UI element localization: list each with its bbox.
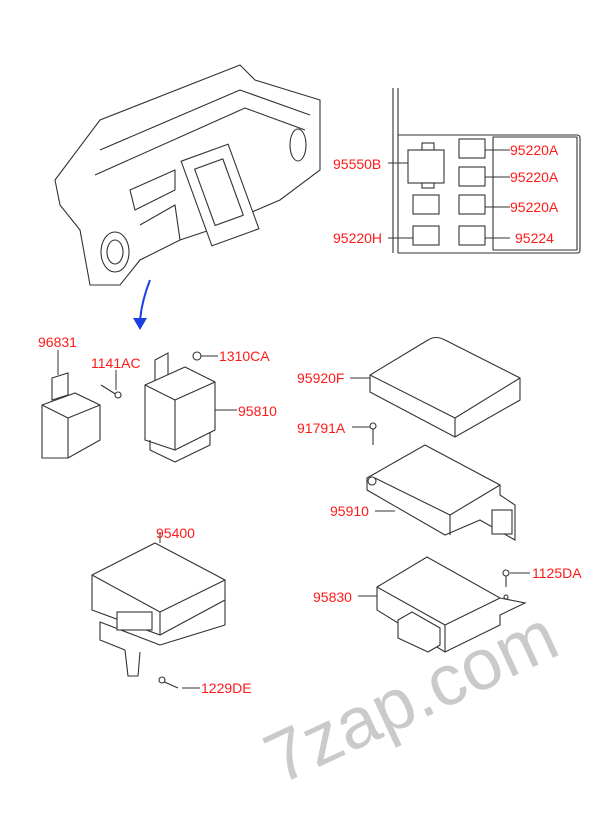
- relay-box-95550B: [388, 88, 581, 254]
- part-95810: [144, 351, 237, 463]
- label-95220A-1: 95220A: [510, 142, 559, 158]
- label-95220A-3: 95220A: [510, 199, 559, 215]
- label-95220H: 95220H: [333, 230, 383, 246]
- label-95920F: 95920F: [297, 370, 345, 386]
- part-95830: [358, 556, 530, 653]
- direction-arrow: [139, 279, 151, 321]
- label-95400: 95400: [156, 525, 195, 541]
- label-95224: 95224: [515, 230, 554, 246]
- part-91791A: [352, 422, 377, 445]
- label-95220A-2: 95220A: [510, 169, 559, 185]
- part-1141AC: [100, 370, 122, 399]
- part-95400: [91, 532, 226, 689]
- part-95910: [366, 444, 516, 541]
- part-95920F: [350, 336, 521, 438]
- label-1125DA: 1125DA: [532, 565, 582, 581]
- label-1141AC: 1141AC: [91, 355, 141, 371]
- label-1229DE: 1229DE: [201, 680, 252, 696]
- label-95550B: 95550B: [333, 156, 382, 172]
- direction-arrowhead: [133, 318, 147, 330]
- label-95830: 95830: [313, 589, 352, 605]
- label-96831: 96831: [38, 334, 77, 350]
- label-91791A: 91791A: [297, 420, 346, 436]
- label-95810: 95810: [238, 403, 277, 419]
- dashboard-panel: [54, 64, 321, 286]
- label-95910: 95910: [330, 503, 369, 519]
- label-1310CA: 1310CA: [219, 348, 270, 364]
- part-96831: [41, 350, 101, 459]
